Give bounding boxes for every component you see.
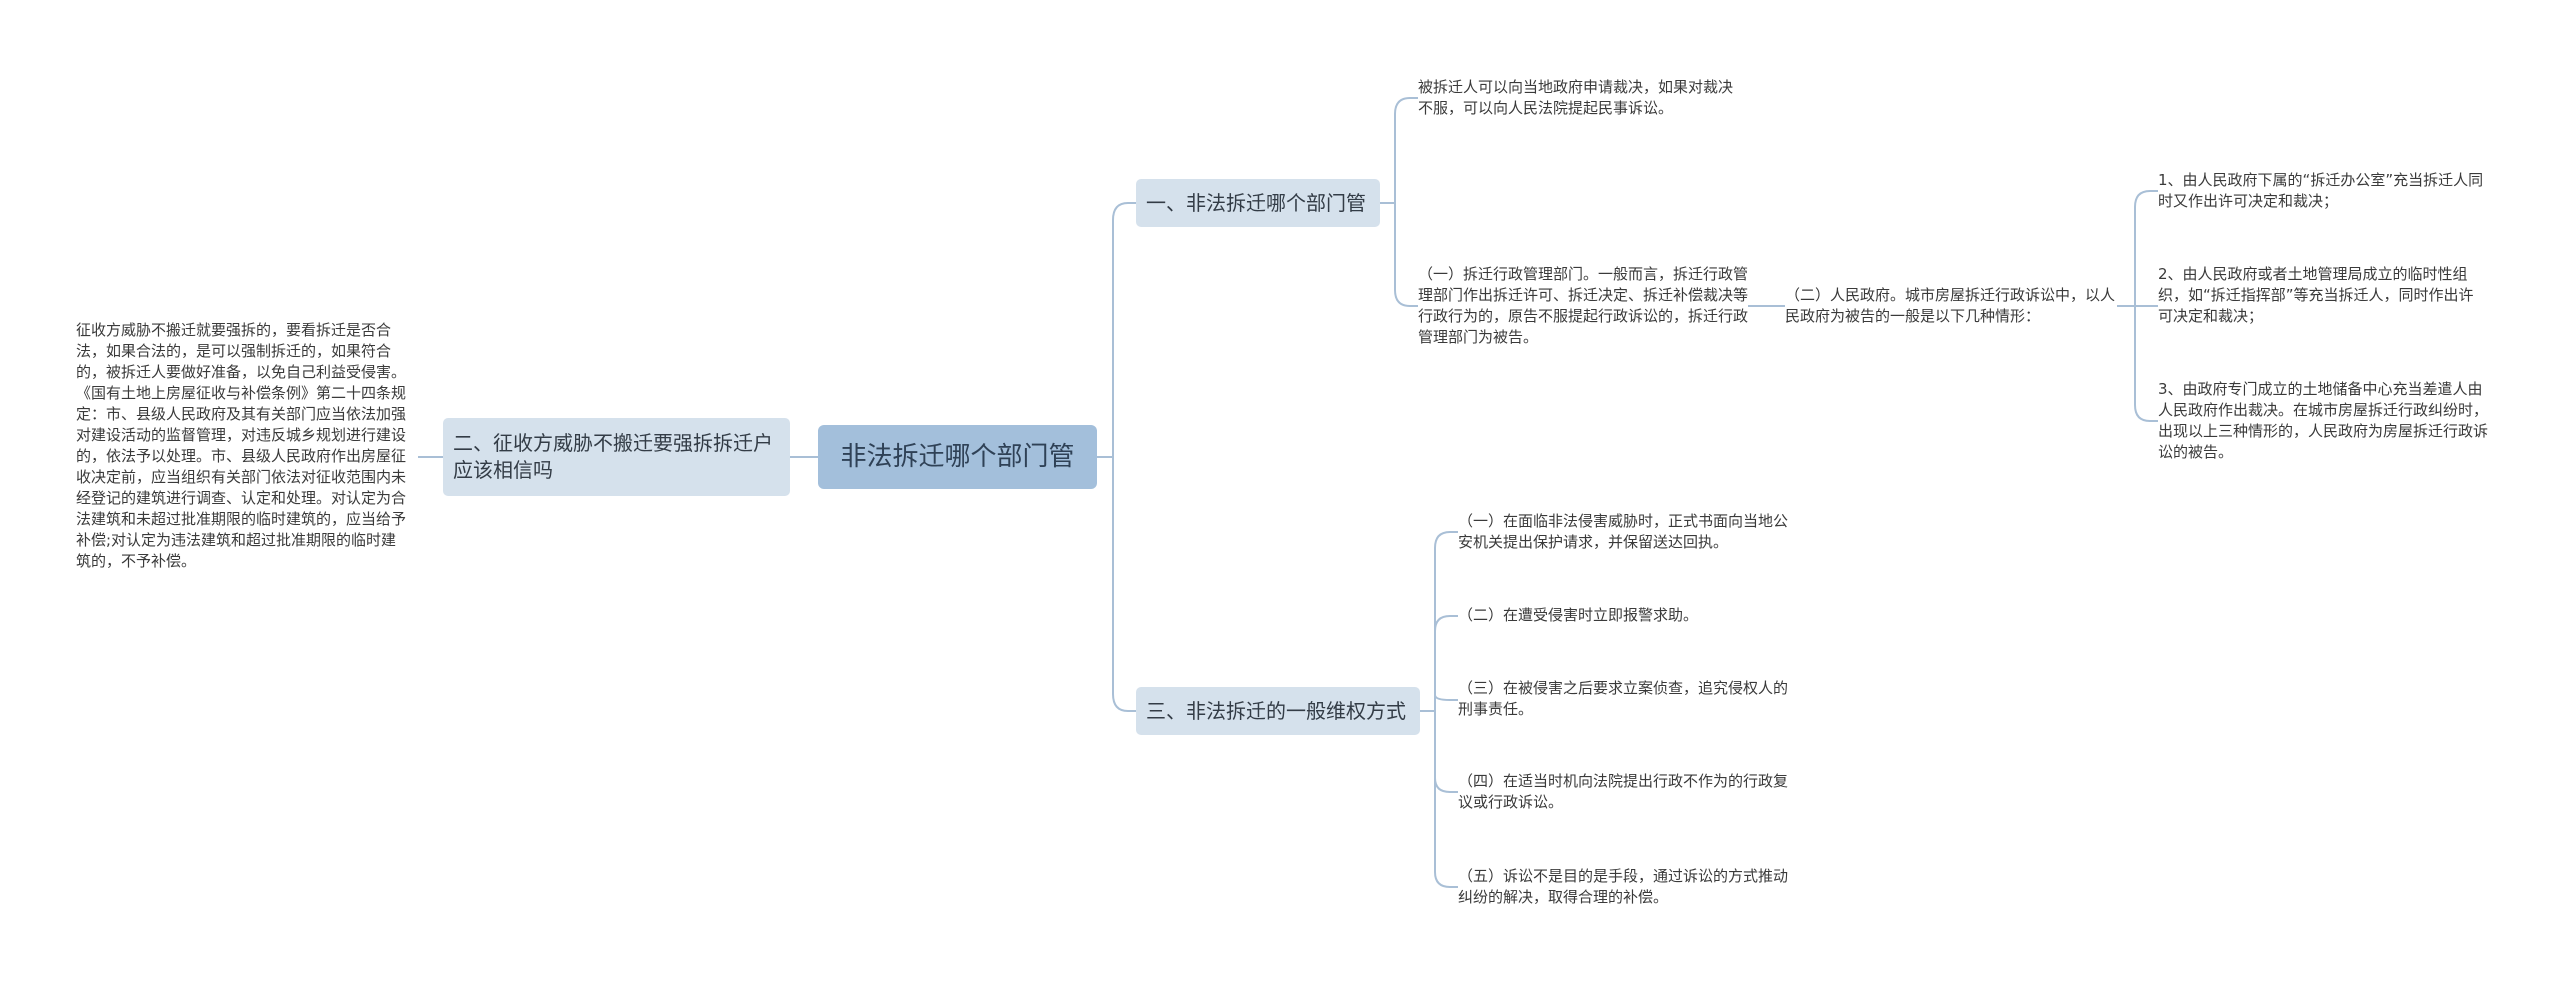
branch-topic-1[interactable]: 一、非法拆迁哪个部门管 bbox=[1136, 179, 1380, 227]
branch-topic-3[interactable]: 三、非法拆迁的一般维权方式 bbox=[1136, 687, 1420, 735]
leaf-b1-a[interactable]: 被拆迁人可以向当地政府申请裁决，如果对裁决不服，可以向人民法院提起民事诉讼。 bbox=[1418, 78, 1734, 117]
connector-b3-4 bbox=[1434, 711, 1458, 793]
connector-root-b1 bbox=[1097, 202, 1136, 458]
leaf-b3-1[interactable]: （一）在面临非法侵害威胁时，正式书面向当地公安机关提出保护请求，并保留送达回执。 bbox=[1458, 512, 1789, 551]
leaf-b1-b-c-3[interactable]: 3、由政府专门成立的土地储备中心充当差遣人由人民政府作出裁决。在城市房屋拆迁行政… bbox=[2158, 380, 2489, 461]
leaf-b3-2[interactable]: （二）在遭受侵害时立即报警求助。 bbox=[1458, 606, 1699, 624]
leaf-b3-4[interactable]: （四）在适当时机向法院提出行政不作为的行政复议或行政诉讼。 bbox=[1458, 772, 1789, 811]
leaf-b1-b-c-1[interactable]: 1、由人民政府下属的“拆迁办公室”充当拆迁人同时又作出许可决定和裁决； bbox=[2158, 171, 2484, 210]
connector-root-b3 bbox=[1097, 456, 1136, 712]
leaf-b1-b-c-2[interactable]: 2、由人民政府或者土地管理局成立的临时性组织，如“拆迁指挥部”等充当拆迁人，同时… bbox=[2158, 265, 2474, 325]
connector-b1-a bbox=[1380, 97, 1418, 204]
leaf-b3-5[interactable]: （五）诉讼不是目的是手段，通过诉讼的方式推动纠纷的解决，取得合理的补偿。 bbox=[1458, 867, 1789, 906]
leaf-b1-b-c[interactable]: （二）人民政府。城市房屋拆迁行政诉讼中，以人民政府为被告的一般是以下几种情形： bbox=[1785, 286, 2116, 325]
leaf-b1-b[interactable]: （一）拆迁行政管理部门。一般而言，拆迁行政管理部门作出拆迁许可、拆迁决定、拆迁补… bbox=[1418, 265, 1749, 346]
connector-b3-1 bbox=[1420, 531, 1458, 712]
branch-topic-2[interactable]: 二、征收方威胁不搬迁要强拆拆迁户应该相信吗 bbox=[443, 418, 790, 496]
connector-b3-3 bbox=[1434, 694, 1458, 711]
connector-c-3 bbox=[2117, 305, 2158, 422]
connector-b3-5 bbox=[1434, 711, 1458, 888]
leaf-b2-a[interactable]: 征收方威胁不搬迁就要强拆的，要看拆迁是否合法，如果合法的，是可以强制拆迁的，如果… bbox=[76, 321, 407, 570]
connector-b1-b bbox=[1380, 202, 1418, 307]
root-topic[interactable]: 非法拆迁哪个部门管 bbox=[818, 425, 1097, 489]
leaf-b3-3[interactable]: （三）在被侵害之后要求立案侦查，追究侵权人的刑事责任。 bbox=[1458, 679, 1789, 718]
connector-b3-2 bbox=[1420, 615, 1458, 712]
connector-c-1 bbox=[2117, 190, 2158, 307]
